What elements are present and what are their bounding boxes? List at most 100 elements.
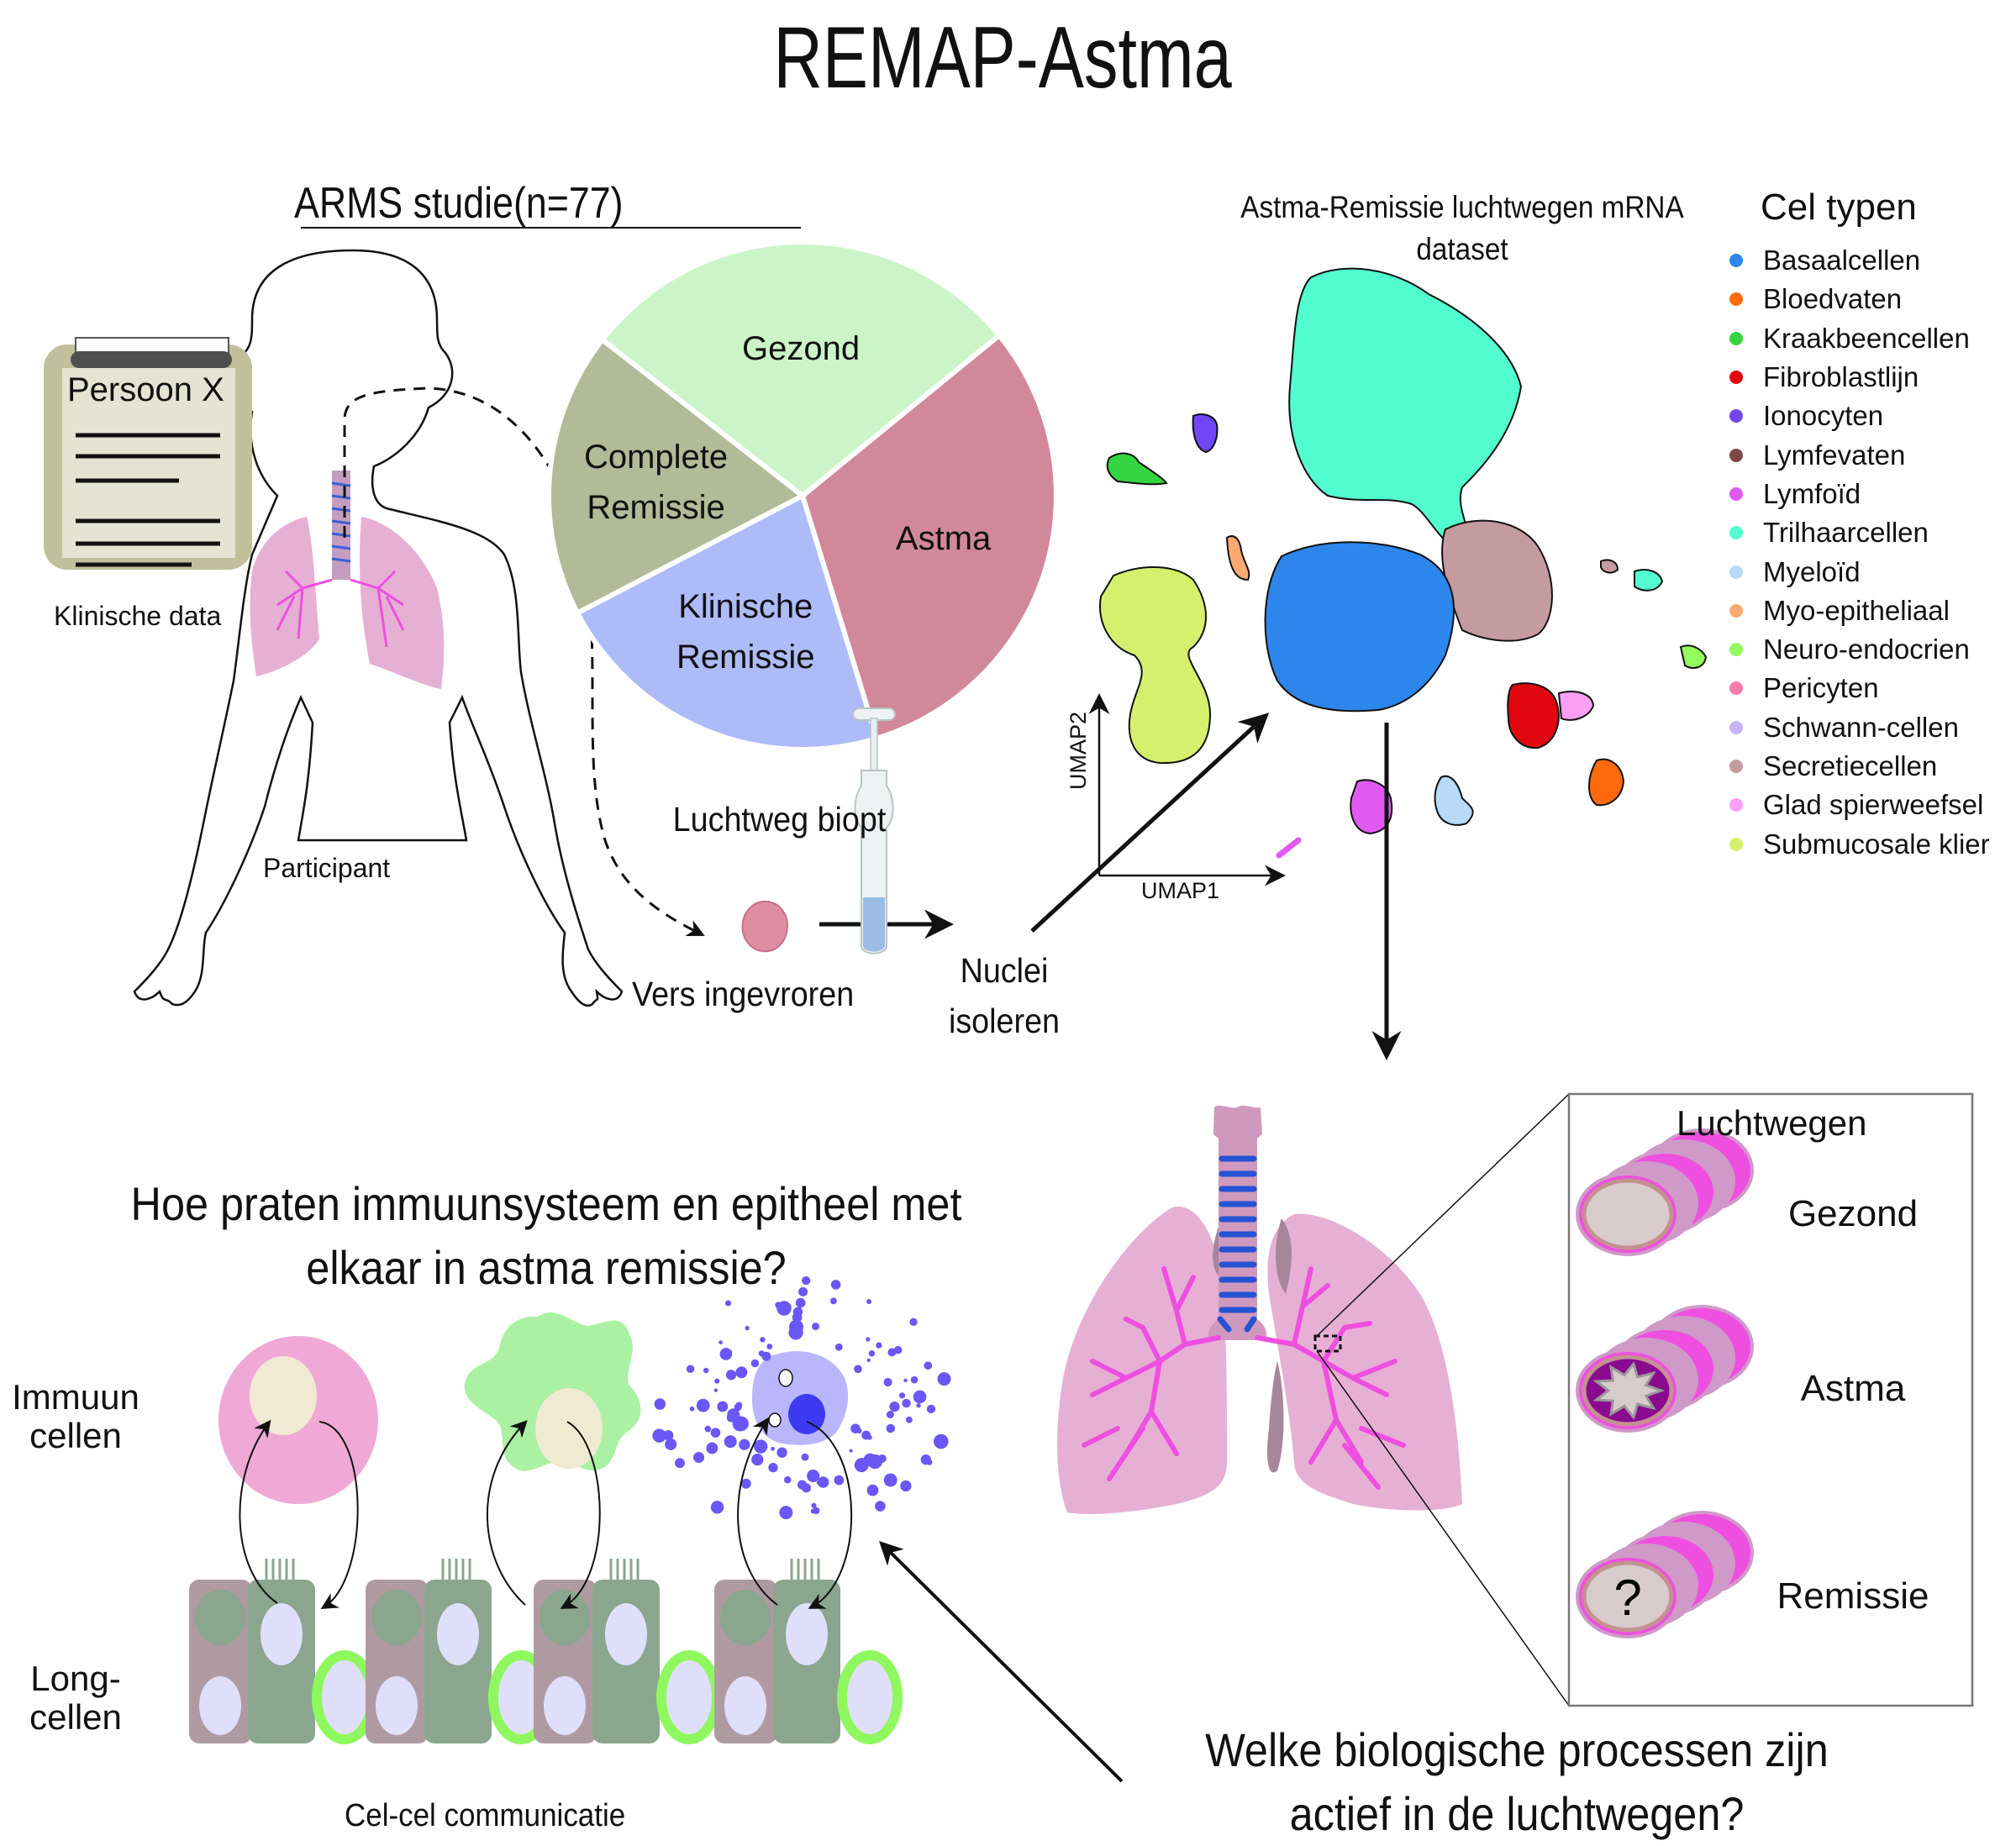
legend-label: Fibroblastlijn (1763, 361, 1919, 393)
epithelial-unit (366, 1559, 554, 1744)
cluster-bloedvaten (1588, 758, 1625, 807)
legend-title: Cel typen (1761, 187, 1917, 228)
legend-dot-icon (1729, 837, 1743, 851)
cluster-submucosale-klier (1099, 565, 1212, 765)
legend-label: Myeloïd (1763, 555, 1861, 587)
airway-label-remissie: Remissie (1777, 1575, 1929, 1617)
legend-dot-icon (1729, 798, 1743, 813)
biopsy-tissue-icon (741, 900, 788, 953)
pie-label-astma: Astma (895, 519, 992, 557)
epithelium (189, 1559, 903, 1744)
legend-label: Schwann-cellen (1763, 711, 1959, 743)
legend-item-neuro-endocrien: Neuro-endocrien (1729, 630, 1990, 669)
cluster-lymfoid-small (1276, 837, 1302, 859)
legend-label: Myo-epitheliaal (1763, 594, 1950, 626)
cluster-myo-epitheliaal (1225, 535, 1250, 581)
airway-tube-astma (1576, 1305, 1754, 1433)
airway-label-astma: Astma (1800, 1368, 1906, 1409)
legend-label: Trilhaarcellen (1763, 517, 1929, 549)
biopsy-label: Luchtweg biopt (672, 800, 887, 839)
legend-dot-icon (1729, 603, 1743, 618)
umap-axes (1088, 693, 1286, 886)
legend-dot-icon (1729, 254, 1743, 268)
cluster-basaalcellen (1264, 541, 1455, 713)
legend-item-schwann-cellen: Schwann-cellen (1729, 708, 1990, 747)
legend-dot-icon (1729, 409, 1743, 423)
participant-label: Participant (263, 853, 391, 883)
cell-communication-label: Cel-cel communicatie (345, 1798, 626, 1833)
legend-item-glad-spierweefsel: Glad spierweefsel (1729, 786, 1990, 824)
cluster-neuro-endocrien (1679, 644, 1708, 669)
legend-item-basaalcellen: Basaalcellen (1729, 241, 1990, 280)
pie-chart (546, 239, 1059, 752)
legend-dot-icon (1729, 448, 1743, 462)
legend-label: Lymfoïd (1763, 477, 1861, 509)
study-title: ARMS studie(n=77) (294, 179, 624, 228)
nuclei-label: Nuclei isoleren (948, 951, 1061, 1040)
pie-slice-astma (799, 331, 1059, 742)
legend-dot-icon (1729, 486, 1743, 501)
cluster-fibroblastlijn (1507, 682, 1560, 749)
legend-label: Ionocyten (1763, 400, 1884, 432)
study-title-underline (301, 227, 801, 229)
legend-label: Neuro-endocrien (1763, 634, 1970, 665)
cluster-secretiecellen (1441, 519, 1553, 642)
airway-tubes: ? (1576, 1128, 1754, 1638)
lung-cells-label: Long- cellen (29, 1659, 122, 1737)
lungs-illustration (1057, 1105, 1462, 1514)
legend-item-kraakbeencellen: Kraakbeencellen (1729, 319, 1990, 358)
legend-dot-icon (1729, 292, 1743, 307)
legend-dot-icon (1729, 565, 1743, 579)
legend-item-ionocyten: Ionocyten (1729, 397, 1990, 435)
cluster-trilhaarcellen-small (1634, 569, 1664, 592)
legend-label: Secretiecellen (1763, 750, 1938, 781)
legend-label: Basaalcellen (1763, 245, 1921, 276)
communication-question: Hoe praten immuunsysteem en epitheel met… (130, 1177, 962, 1294)
cluster-trilhaarcellen (1288, 267, 1523, 549)
legend-item-myo-epitheliaal: Myo-epitheliaal (1729, 592, 1990, 630)
cluster-myeloid (1434, 775, 1474, 826)
legend-dot-icon (1729, 526, 1743, 540)
legend-label: Bloedvaten (1763, 283, 1903, 315)
clipboard-icon (44, 337, 252, 570)
legend-item-trilhaarcellen: Trilhaarcellen (1729, 513, 1990, 552)
umap-y-axis-label: UMAP2 (1066, 711, 1091, 790)
zoom-connector-top (1316, 1093, 1570, 1337)
pie-label-gezond: Gezond (742, 329, 861, 367)
airways-title: Luchtwegen (1676, 1103, 1867, 1143)
legend-dot-icon (1729, 371, 1743, 385)
airway-label-gezond: Gezond (1787, 1193, 1919, 1234)
immune-cells-label: Immuun cellen (12, 1377, 139, 1455)
legend-label: Kraakbeencellen (1763, 322, 1970, 354)
legend-label: Submucosale klier (1763, 828, 1990, 860)
airway-tube-remissie: ? (1576, 1511, 1754, 1638)
epithelial-unit (189, 1559, 377, 1744)
umap-x-axis-label: UMAP1 (1141, 878, 1220, 903)
cluster-ionocyten (1192, 413, 1219, 454)
cluster-glad-spierweefsel (1557, 691, 1595, 721)
legend-item-lymfoid: Lymfoïd (1729, 475, 1990, 513)
processes-question: Welke biologische processen zijn actief … (1205, 1723, 1829, 1840)
airway-tube-gezond (1576, 1128, 1754, 1256)
epithelial-unit (534, 1559, 722, 1744)
constricted-lumen-icon (1592, 1361, 1666, 1420)
legend-item-submucosale-klier: Submucosale klier (1729, 824, 1990, 863)
participant-lungs-icon (250, 471, 445, 689)
immune-cells (218, 1275, 951, 1520)
legend-item-myeloid: Myeloïd (1729, 552, 1990, 591)
dataset-title: Astma-Remissie luchtwegen mRNA dataset (1240, 190, 1684, 266)
legend-label: Glad spierweefsel (1763, 789, 1984, 821)
legend-dot-icon (1729, 720, 1743, 734)
legend-item-lymfevaten: Lymfevaten (1729, 435, 1990, 474)
airways-zoom-box (1567, 1092, 1974, 1707)
zoom-connector-bottom (1316, 1350, 1570, 1707)
legend-item-secretiecellen: Secretiecellen (1729, 747, 1990, 786)
pie-slice-complete-remissie (546, 336, 808, 617)
cluster-kraakbeencellen (1106, 452, 1168, 486)
clinical-data-label: Klinische data (54, 601, 222, 631)
pie-slice-gezond (598, 239, 1003, 499)
page-title: REMAP-Astma (773, 9, 1232, 107)
